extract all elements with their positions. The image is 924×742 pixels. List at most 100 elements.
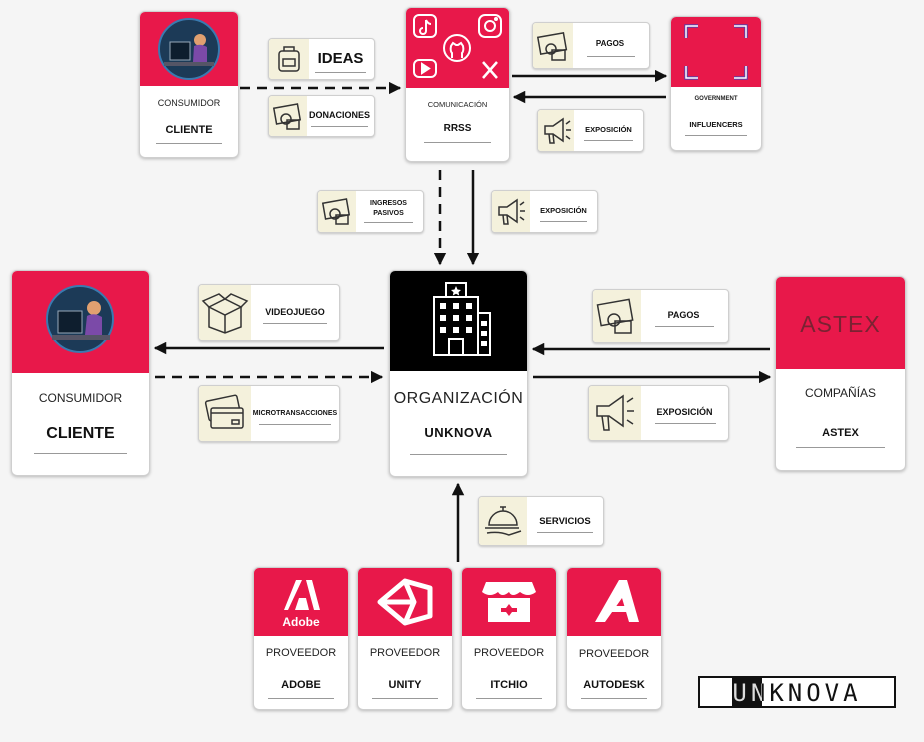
- influencers-role: GOVERNMENT: [694, 96, 738, 102]
- influencers-card-header: [671, 17, 761, 87]
- itchio-icon: [482, 582, 536, 622]
- label-microtransacciones-text: MICROTRANSACCIONES: [252, 410, 338, 417]
- money-icon: [272, 103, 302, 130]
- provider-name: UNITY: [388, 679, 422, 691]
- megaphone-icon: [498, 198, 525, 225]
- client-card-header: [140, 12, 238, 86]
- provider-role: PROVEEDOR: [369, 647, 441, 659]
- unity-icon: [377, 578, 433, 626]
- provider-card-header: [462, 568, 556, 636]
- brand-logo-text: UNKNOVA: [732, 679, 862, 707]
- service-bell-icon: [485, 506, 522, 536]
- autodesk-icon: [595, 580, 639, 622]
- provider-card-autodesk: PROVEEDOR AUTODESK: [566, 567, 662, 710]
- astex-name: ASTEX: [822, 427, 859, 439]
- adobe-icon: [284, 580, 320, 610]
- provider-role: PROVEEDOR: [578, 648, 650, 660]
- influencers-name: INFLUENCERS: [689, 120, 743, 129]
- organization-role: ORGANIZACIÓN: [393, 390, 524, 407]
- divider: [34, 453, 127, 454]
- client-name: CLIENTE: [46, 425, 115, 442]
- tiktok-icon: [413, 14, 437, 38]
- provider-card-header: [567, 568, 661, 636]
- label-exposicion-right-text: EXPOSICIÓN: [656, 407, 713, 417]
- money-icon: [596, 298, 634, 334]
- building-icon: [433, 282, 491, 356]
- client-card-left: CONSUMIDOR CLIENTE: [11, 270, 150, 476]
- rrss-name: RRSS: [443, 123, 472, 134]
- provider-name: ITCHIO: [490, 679, 528, 691]
- astex-card-header: ASTEX: [776, 277, 905, 369]
- client-name: CLIENTE: [165, 124, 213, 136]
- label-ingresos-pasivos: INGRESOS PASIVOS: [317, 190, 424, 233]
- label-pagos-top-text: PAGOS: [595, 39, 625, 48]
- person-at-computer-icon: [158, 18, 220, 80]
- label-pagos-right-text: PAGOS: [667, 310, 700, 320]
- instagram-icon: [478, 14, 502, 38]
- money-icon: [536, 31, 568, 61]
- astex-role: COMPAÑÍAS: [804, 386, 877, 400]
- divider: [796, 447, 885, 448]
- credit-card-icon: [204, 394, 244, 429]
- frame-icon: [684, 24, 748, 80]
- label-ideas-text: IDEAS: [317, 50, 364, 67]
- divider: [156, 143, 222, 144]
- client-card-header: [12, 271, 149, 373]
- astex-logo: ASTEX: [800, 311, 881, 337]
- organization-card-header: [390, 271, 527, 371]
- provider-card-unity: PROVEEDOR UNITY: [357, 567, 453, 710]
- divider: [581, 698, 647, 699]
- organization-name: UNKNOVA: [424, 425, 493, 440]
- rrss-card: COMUNICACIÓN RRSS: [405, 7, 510, 162]
- label-exposicion-top-text: EXPOSICIÓN: [585, 125, 632, 134]
- divider: [476, 698, 542, 699]
- brand-logo: UNKNOVA: [698, 676, 896, 708]
- x-icon: [482, 61, 498, 79]
- divider: [410, 454, 507, 455]
- youtube-icon: [413, 59, 437, 78]
- label-videojuego-text: VIDEOJUEGO: [265, 307, 325, 317]
- label-exposicion-mid: EXPOSICIÓN: [491, 190, 598, 233]
- label-exposicion-mid-text: EXPOSICIÓN: [540, 206, 587, 215]
- divider: [268, 698, 334, 699]
- github-icon: [443, 34, 471, 62]
- divider: [685, 135, 747, 136]
- provider-card-itchio: PROVEEDOR ITCHIO: [461, 567, 557, 710]
- label-donaciones-text: DONACIONES: [308, 110, 370, 120]
- rrss-role: COMUNICACIÓN: [427, 100, 488, 109]
- person-at-computer-icon: [46, 285, 114, 353]
- backpack-icon: [278, 46, 300, 72]
- provider-role: PROVEEDOR: [265, 647, 337, 659]
- label-donaciones: DONACIONES: [268, 95, 375, 137]
- label-ideas: IDEAS: [268, 38, 375, 80]
- label-exposicion-top: EXPOSICIÓN: [537, 109, 644, 152]
- divider: [372, 698, 438, 699]
- label-videojuego: VIDEOJUEGO: [198, 284, 340, 341]
- provider-name: ADOBE: [281, 679, 321, 691]
- divider: [424, 142, 491, 143]
- megaphone-icon: [544, 117, 571, 144]
- social-icons: [413, 14, 502, 79]
- provider-card-adobe: Adobe PROVEEDOR ADOBE: [253, 567, 349, 710]
- label-microtransacciones: MICROTRANSACCIONES: [198, 385, 340, 442]
- money-icon: [321, 198, 351, 225]
- provider-card-header: [358, 568, 452, 636]
- client-card-top: CONSUMIDOR CLIENTE: [139, 11, 239, 158]
- label-servicios: SERVICIOS: [478, 496, 604, 546]
- label-servicios-text: SERVICIOS: [539, 516, 591, 527]
- provider-card-header: Adobe: [254, 568, 348, 636]
- provider-name: AUTODESK: [583, 679, 645, 691]
- label-ingresos-line2: PASIVOS: [373, 210, 404, 217]
- label-pagos-top: PAGOS: [532, 22, 650, 69]
- client-role: CONSUMIDOR: [38, 391, 123, 405]
- megaphone-icon: [596, 394, 634, 431]
- influencers-card: GOVERNMENT INFLUENCERS: [670, 16, 762, 151]
- label-pagos-right: PAGOS: [592, 289, 729, 343]
- label-exposicion-right: EXPOSICIÓN: [588, 385, 729, 441]
- client-role: CONSUMIDOR: [157, 98, 221, 108]
- label-ingresos-line1: INGRESOS: [370, 200, 407, 207]
- provider-role: PROVEEDOR: [473, 647, 545, 659]
- box-icon: [201, 293, 249, 334]
- astex-card: ASTEX COMPAÑÍAS ASTEX: [775, 276, 906, 471]
